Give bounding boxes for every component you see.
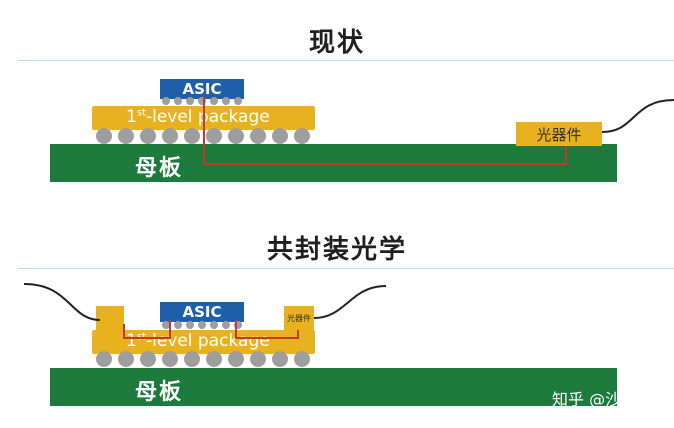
- solder-ball: [294, 128, 310, 144]
- package-label-sup: st: [136, 107, 146, 119]
- section-title-current: 现状: [308, 28, 365, 58]
- solder-ball: [206, 128, 222, 144]
- micro-bump: [186, 321, 194, 329]
- optical-device-label: 光器件: [287, 314, 311, 323]
- divider-line: [18, 60, 674, 61]
- micro-bump: [186, 97, 194, 105]
- micro-bump: [162, 97, 170, 105]
- package-label: 1st-level package: [126, 107, 270, 127]
- signal-trace-right: [235, 320, 299, 339]
- micro-bump: [222, 321, 230, 329]
- signal-trace: [203, 97, 567, 165]
- divider-line: [18, 268, 674, 269]
- solder-ball: [294, 351, 310, 367]
- optical-device-label: 光器件: [536, 126, 582, 144]
- package-label: 1st-level package: [126, 331, 270, 351]
- solder-ball: [250, 351, 266, 367]
- micro-bump: [222, 97, 230, 105]
- solder-ball: [228, 128, 244, 144]
- solder-ball: [206, 351, 222, 367]
- package-label-suffix: -level package: [145, 107, 270, 127]
- solder-ball: [118, 128, 134, 144]
- micro-bump: [198, 321, 206, 329]
- motherboard: 母板: [50, 368, 617, 406]
- solder-ball: [96, 128, 112, 144]
- package-label-prefix: 1: [126, 331, 137, 351]
- motherboard-label: 母板: [135, 380, 184, 405]
- solder-ball: [250, 128, 266, 144]
- optical-device: 光器件: [516, 122, 602, 146]
- optical-fiber-left: [23, 283, 101, 321]
- watermark: 知乎 @沙海: [552, 390, 638, 409]
- solder-ball: [272, 351, 288, 367]
- section-title-co-packaged-optics: 共封装光学: [266, 235, 407, 265]
- motherboard-label: 母板: [135, 156, 184, 181]
- solder-ball: [184, 351, 200, 367]
- asic-chip: ASIC: [160, 79, 244, 99]
- solder-ball: [118, 351, 134, 367]
- first-level-package: 1st-level package: [92, 330, 315, 354]
- signal-trace-left: [123, 320, 171, 339]
- micro-bump: [174, 321, 182, 329]
- asic-label: ASIC: [182, 303, 222, 321]
- solder-ball: [140, 351, 156, 367]
- asic-label: ASIC: [182, 80, 222, 98]
- micro-bump: [174, 97, 182, 105]
- solder-ball: [228, 351, 244, 367]
- solder-ball: [272, 128, 288, 144]
- solder-ball: [184, 128, 200, 144]
- asic-chip: ASIC: [160, 302, 244, 322]
- solder-ball: [140, 128, 156, 144]
- micro-bump: [210, 97, 218, 105]
- micro-bump: [162, 321, 170, 329]
- package-label-suffix: -level package: [145, 331, 270, 351]
- optical-device: 光器件: [284, 306, 314, 330]
- optical-device-left: [96, 306, 124, 332]
- package-label-sup: st: [136, 331, 146, 343]
- solder-ball: [96, 351, 112, 367]
- solder-ball: [162, 351, 178, 367]
- optical-fiber-right: [313, 285, 387, 319]
- package-label-prefix: 1: [126, 107, 137, 127]
- micro-bump: [210, 321, 218, 329]
- optical-fiber: [601, 99, 674, 133]
- micro-bump: [234, 97, 242, 105]
- solder-ball: [162, 128, 178, 144]
